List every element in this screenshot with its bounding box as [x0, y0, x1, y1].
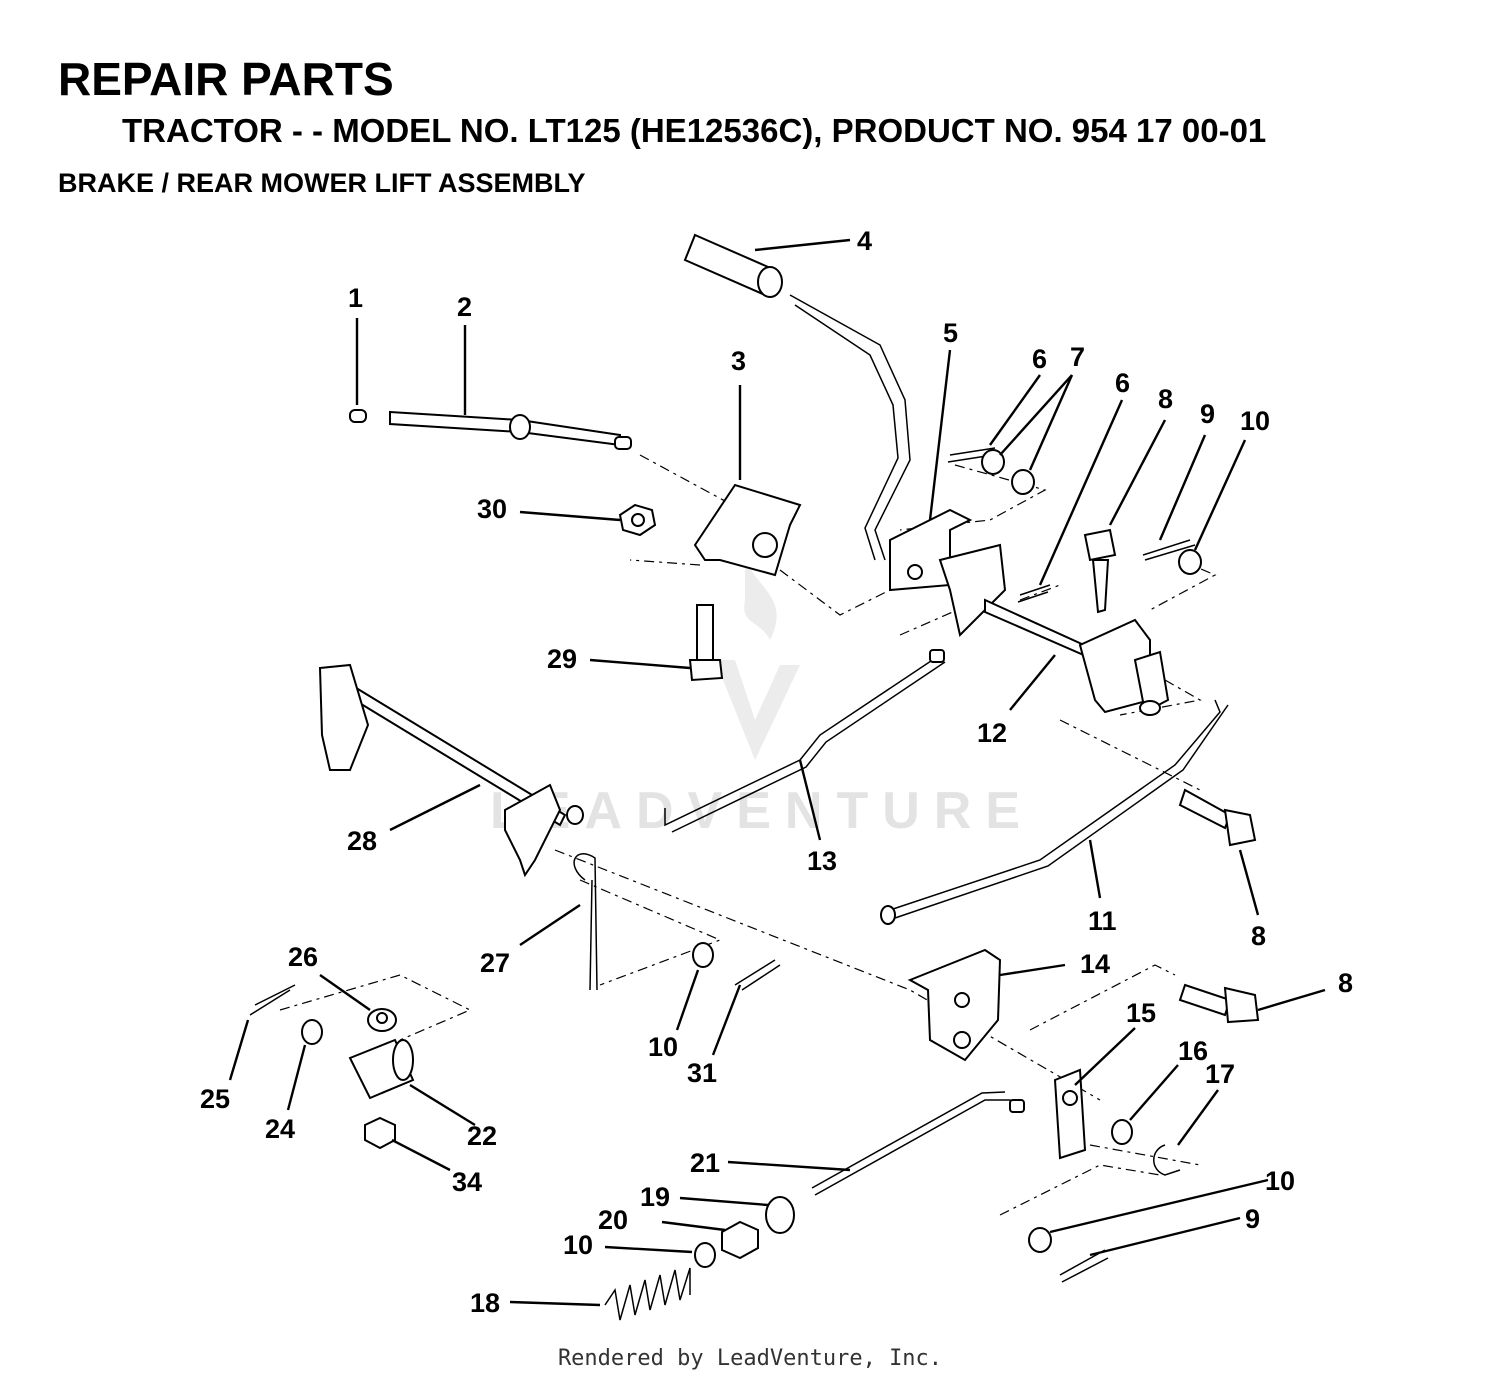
- part-4-handle-grip: [683, 233, 783, 298]
- part-8-bolt-middle: [1178, 788, 1257, 847]
- callout-8b: 8: [1251, 921, 1266, 951]
- callout-2: 2: [457, 292, 472, 322]
- part-2-brake-rod: [389, 410, 632, 450]
- part-16-17-washer-clip: [1111, 1119, 1181, 1176]
- callout-9: 9: [1200, 399, 1215, 429]
- callout-1: 1: [348, 283, 363, 313]
- part-14-mounting-bracket: [907, 948, 1002, 1062]
- callout-22: 22: [467, 1121, 497, 1151]
- part-27-eye-bolt: [573, 853, 598, 991]
- part-12-lift-shaft: [984, 598, 1170, 716]
- callout-5: 5: [943, 318, 958, 348]
- callout-18: 18: [470, 1288, 500, 1318]
- page-title: REPAIR PARTS: [58, 53, 394, 105]
- part-8-bolt-top: [1083, 528, 1117, 614]
- part-28-cross-shaft: [318, 663, 584, 878]
- callout-14: 14: [1080, 949, 1110, 979]
- callout-31: 31: [687, 1058, 717, 1088]
- callout-10b: 10: [648, 1032, 678, 1062]
- render-credit: Rendered by LeadVenture, Inc.: [557, 1346, 943, 1371]
- callout-4: 4: [857, 226, 872, 256]
- callout-6b: 6: [1115, 368, 1130, 398]
- callout-16: 16: [1178, 1036, 1208, 1066]
- part-3-bracket: [693, 483, 802, 577]
- part-1-pin: [349, 409, 367, 423]
- part-18-spring: [604, 1267, 691, 1321]
- assembly-title: BRAKE / REAR MOWER LIFT ASSEMBLY: [58, 168, 586, 198]
- callout-13: 13: [807, 846, 837, 876]
- part-5-lever-bracket: [889, 508, 1007, 637]
- part-9-10-pin-washer-top: [1142, 539, 1202, 575]
- callout-19: 19: [640, 1182, 670, 1212]
- callout-labels: 1 2 3 4 5 6 7 6 8 9 10 30 29 12 13 28 8 …: [200, 226, 1353, 1318]
- leadventure-watermark-logo: [715, 560, 800, 760]
- callout-26: 26: [288, 942, 318, 972]
- callout-34: 34: [452, 1167, 482, 1197]
- callout-21: 21: [690, 1148, 720, 1178]
- lift-handle-lever: [789, 294, 911, 561]
- callout-28: 28: [347, 826, 377, 856]
- callout-10c: 10: [1265, 1166, 1295, 1196]
- callout-17: 17: [1205, 1059, 1235, 1089]
- part-21-threaded-rod: [811, 1091, 1025, 1196]
- callout-30: 30: [477, 494, 507, 524]
- callout-10d: 10: [563, 1230, 593, 1260]
- callout-29: 29: [547, 644, 577, 674]
- callout-9b: 9: [1245, 1204, 1260, 1234]
- part-19-20-10-nuts-washer: [694, 1196, 795, 1268]
- part-30-nut: [618, 503, 657, 537]
- callout-15: 15: [1126, 998, 1156, 1028]
- part-6-7-pins-washers: [947, 447, 1051, 603]
- part-29-bolt: [688, 604, 724, 682]
- callout-24: 24: [265, 1114, 295, 1144]
- callout-8c: 8: [1338, 968, 1353, 998]
- part-11-lift-rod: [880, 699, 1229, 925]
- part-9-10-pin-washer-lower: [1028, 1227, 1109, 1283]
- callout-25: 25: [200, 1084, 230, 1114]
- part-8-bolt-lower: [1178, 983, 1260, 1024]
- callout-8: 8: [1158, 384, 1173, 414]
- model-subtitle: TRACTOR - - MODEL NO. LT125 (HE12536C), …: [122, 112, 1267, 149]
- part-22-swivel: [348, 1038, 415, 1100]
- callout-10: 10: [1240, 406, 1270, 436]
- callout-7: 7: [1070, 342, 1085, 372]
- callout-11: 11: [1088, 906, 1117, 936]
- callout-leader-lines: [228, 238, 1326, 1307]
- part-34-nut: [364, 1116, 396, 1150]
- callout-12: 12: [977, 718, 1007, 748]
- callout-27: 27: [480, 948, 510, 978]
- callout-6: 6: [1032, 344, 1047, 374]
- part-15-plate: [1053, 1068, 1087, 1160]
- part-10-31-washer-pin: [692, 942, 781, 991]
- callout-3: 3: [731, 346, 746, 376]
- part-26-nut: [367, 1008, 397, 1032]
- callout-20: 20: [598, 1205, 628, 1235]
- part-24-25-pin-washer: [249, 984, 323, 1045]
